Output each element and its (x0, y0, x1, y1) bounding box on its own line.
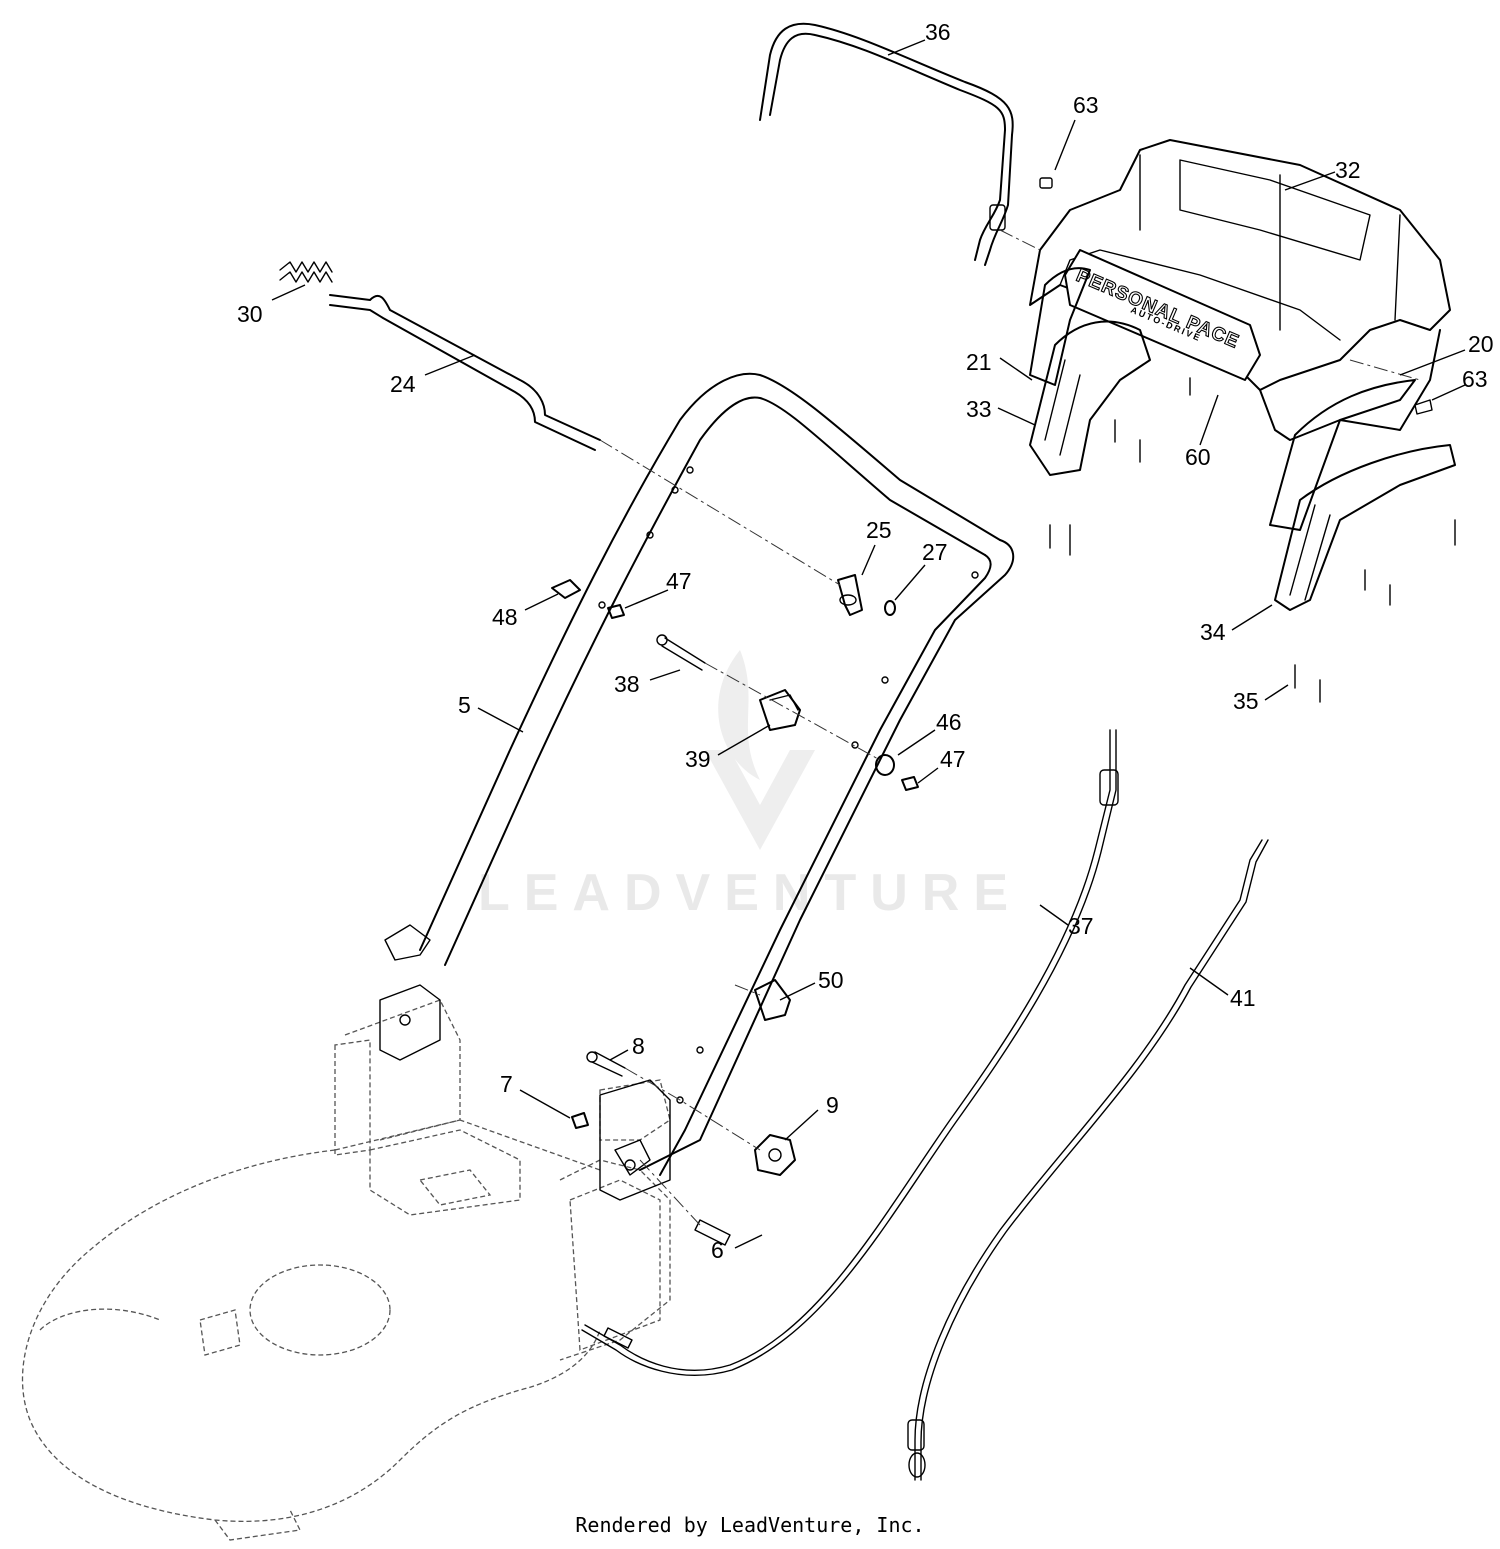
cable-bracket-50 (754, 979, 791, 1021)
right-cable-guide (1269, 379, 1456, 611)
nut-47a (607, 604, 625, 619)
callout-38: 38 (614, 671, 640, 697)
callout-21: 21 (966, 349, 992, 375)
drive-cable (581, 729, 1119, 1377)
spacer-46 (875, 754, 895, 776)
cable-guide-25 (837, 574, 863, 616)
mower-deck (21, 999, 671, 1541)
callout-7: 7 (500, 1071, 513, 1097)
callout-33: 33 (966, 396, 992, 422)
screws (1049, 377, 1456, 703)
callout-39: 39 (685, 746, 711, 772)
brake-cable (907, 839, 1269, 1481)
brand-plate: PERSONAL PACE AUTO-DRIVE (1064, 249, 1261, 381)
callout-60: 60 (1185, 444, 1211, 470)
watermark-text: LEADVENTURE (478, 864, 1022, 922)
callout-9: 9 (826, 1092, 839, 1118)
callout-50: 50 (818, 967, 844, 993)
callout-20: 20 (1468, 331, 1494, 357)
callout-27: 27 (922, 539, 948, 565)
spring (279, 261, 333, 283)
callout-36: 36 (925, 19, 951, 45)
left-cable-guide (1029, 267, 1151, 476)
handle-bracket-right (599, 1079, 671, 1201)
knob-9 (754, 1134, 796, 1176)
callout-46: 46 (936, 709, 962, 735)
callout-30: 30 (237, 301, 263, 327)
washer-27 (884, 600, 896, 616)
callout-37: 37 (1068, 913, 1094, 939)
callout-35: 35 (1233, 688, 1259, 714)
callout-32: 32 (1335, 157, 1361, 183)
bail-bar (759, 22, 1014, 266)
callout-5: 5 (458, 692, 471, 718)
callout-41: 41 (1230, 985, 1256, 1011)
pins (1039, 177, 1433, 415)
cable-bracket-39 (759, 689, 801, 731)
pin-6 (694, 1219, 731, 1246)
callout-47-top: 47 (666, 568, 692, 594)
shift-rod (329, 294, 601, 451)
callout-24: 24 (390, 371, 416, 397)
render-credit: Rendered by LeadVenture, Inc. (575, 1513, 925, 1537)
nut-7 (571, 1112, 589, 1129)
callout-34: 34 (1200, 619, 1226, 645)
nut-47b (901, 776, 919, 791)
cable-clip-48 (551, 579, 581, 599)
assembly-centerlines (599, 229, 1421, 1226)
upper-handle (419, 372, 1015, 1176)
handle-bracket-left (379, 924, 441, 1061)
callout-25: 25 (866, 517, 892, 543)
callout-63-right: 63 (1462, 366, 1488, 392)
callout-6: 6 (711, 1237, 724, 1263)
callout-63-top: 63 (1073, 92, 1099, 118)
callout-48: 48 (492, 604, 518, 630)
leader-lines (271, 39, 1466, 1249)
callout-8: 8 (632, 1033, 645, 1059)
watermark: LEADVENTURE (478, 650, 1022, 922)
callout-47-bottom: 47 (940, 746, 966, 772)
callouts: 36 63 32 30 24 21 20 63 33 60 25 27 47 4… (237, 19, 1494, 1263)
bolt-38 (656, 634, 706, 671)
